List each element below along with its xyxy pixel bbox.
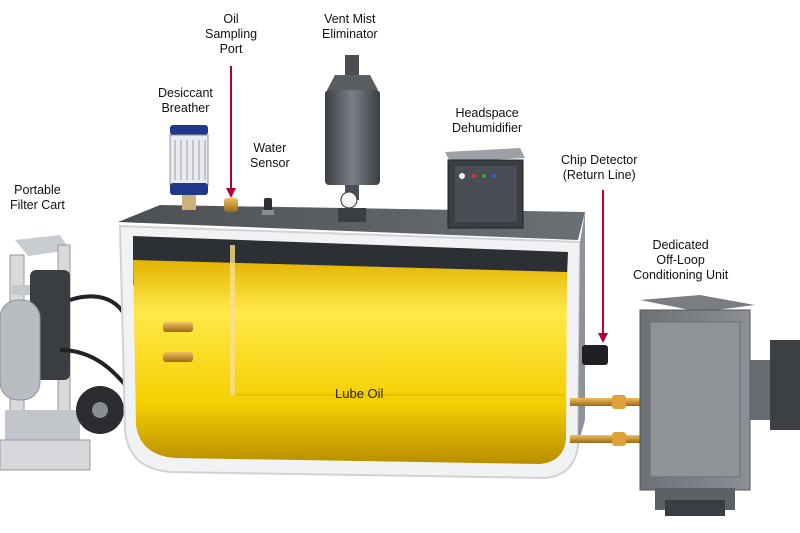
label-desiccant-breather: Desiccant Breather — [158, 86, 213, 115]
oil-sampling-port — [224, 198, 238, 212]
pointer-lines — [226, 66, 608, 343]
outlet-pipes — [570, 395, 640, 446]
label-lube-oil: Lube Oil — [335, 386, 384, 401]
vent-mist-eliminator — [325, 55, 380, 222]
water-sensor — [262, 198, 274, 215]
chip-detector — [582, 345, 608, 365]
label-portable-filter-cart: Portable Filter Cart — [10, 183, 65, 212]
headspace-dehumidifier — [445, 148, 525, 229]
label-conditioning-unit: Dedicated Off-Loop Conditioning Unit — [633, 238, 729, 282]
conditioning-unit — [639, 295, 800, 516]
inlet-fittings — [163, 322, 193, 362]
label-headspace-dehumidifier: Headspace Dehumidifier — [452, 106, 523, 135]
label-vent-mist-eliminator: Vent Mist Eliminator — [322, 12, 378, 41]
label-water-sensor: Water Sensor — [250, 141, 290, 170]
portable-filter-cart — [0, 235, 132, 471]
reservoir-tank — [118, 205, 585, 480]
desiccant-breather — [169, 125, 209, 210]
label-chip-detector: Chip Detector (Return Line) — [561, 153, 638, 182]
label-oil-sampling-port: Oil Sampling Port — [205, 12, 258, 56]
